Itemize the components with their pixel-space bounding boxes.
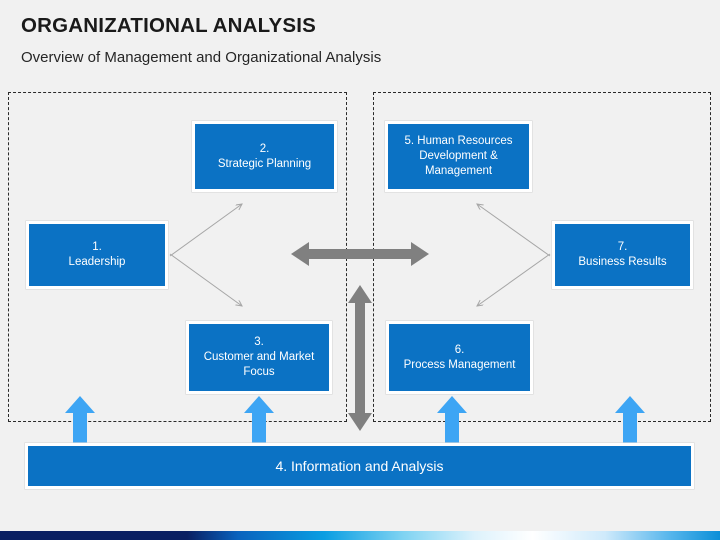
double-headed-vertical-arrow-icon: [348, 285, 372, 431]
box-leadership[interactable]: 1. Leadership: [26, 221, 168, 289]
page-title: ORGANIZATIONAL ANALYSIS: [21, 14, 317, 37]
box-human-resources-development-and-management[interactable]: 5. Human Resources Development & Managem…: [385, 121, 532, 192]
double-headed-horizontal-arrow-icon: [291, 242, 429, 266]
up-arrow-icon-1: [65, 396, 95, 446]
connector-arrow-business-results-to-human-resources: [468, 198, 551, 257]
up-arrow-icon-3: [437, 396, 467, 446]
connector-arrow-business-results-to-process-management: [468, 253, 551, 312]
box-human-resources-line-1: 5. Human Resources: [404, 135, 513, 147]
box-leadership-line-1: 1.: [92, 241, 102, 253]
box-information-and-analysis[interactable]: 4. Information and Analysis: [25, 443, 694, 489]
box-process-management[interactable]: 6. Process Management: [386, 321, 533, 394]
box-business-results[interactable]: 7. Business Results: [552, 221, 693, 289]
box-human-resources-line-3: Management: [424, 165, 493, 177]
box-strategic-planning-line-2: Strategic Planning: [217, 157, 312, 170]
box-strategic-planning-line-1: 2.: [259, 142, 270, 155]
box-customer-and-market-focus-line-1: 3.: [254, 336, 264, 348]
box-process-management-line-1: 6.: [454, 343, 465, 356]
connector-arrow-leadership-to-customer-market-focus: [169, 253, 250, 312]
box-strategic-planning[interactable]: 2. Strategic Planning: [192, 121, 337, 192]
box-information-and-analysis-label: 4. Information and Analysis: [275, 458, 444, 474]
box-process-management-line-2: Process Management: [403, 358, 516, 371]
up-arrow-icon-4: [615, 396, 645, 446]
up-arrow-icon-2: [244, 396, 274, 446]
box-business-results-line-2: Business Results: [578, 256, 667, 268]
box-human-resources-line-2: Development &: [419, 150, 498, 162]
bottom-gradient-strip: [0, 531, 720, 540]
box-leadership-line-2: Leadership: [68, 256, 126, 268]
box-customer-and-market-focus[interactable]: 3. Customer and Market Focus: [186, 321, 332, 394]
box-business-results-line-1: 7.: [617, 241, 628, 253]
box-customer-and-market-focus-line-3: Focus: [243, 366, 275, 378]
connector-arrow-leadership-to-strategic-planning: [169, 198, 250, 257]
box-customer-and-market-focus-line-2: Customer and Market: [203, 351, 315, 363]
page-subtitle: Overview of Management and Organizationa…: [21, 49, 382, 66]
